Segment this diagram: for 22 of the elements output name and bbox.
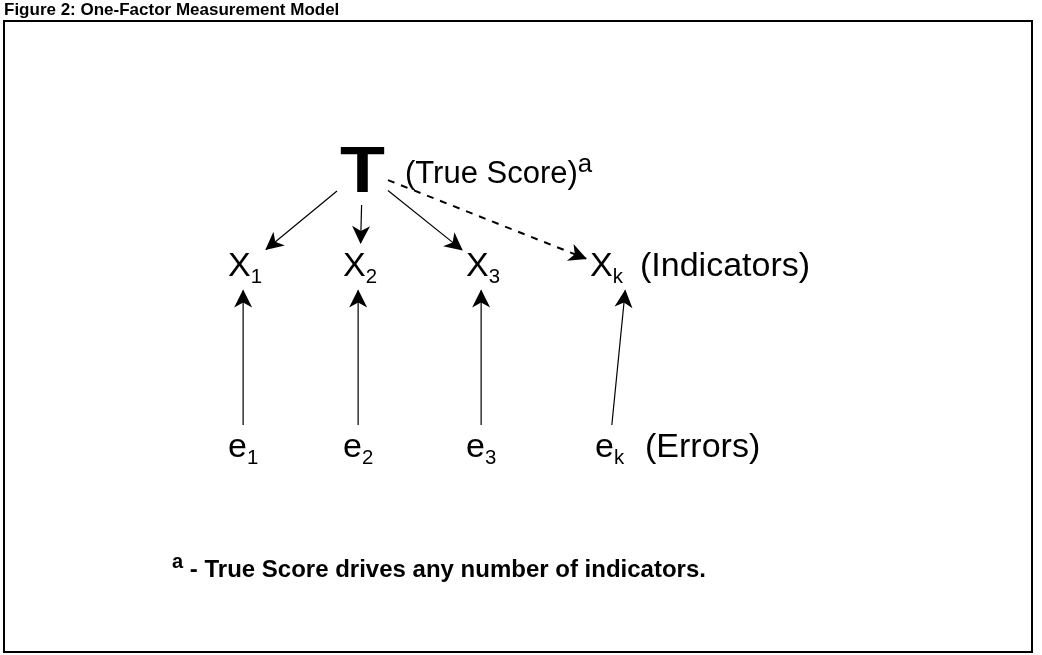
node-caption: (True Score)$^{a}$ [405,151,593,189]
footnote: $^{a}$ - True Score drives any number of indicators. [172,551,706,581]
variable-label: e$_{k}$ [595,428,625,468]
variable-label: e$_{3}$ [466,428,497,468]
variable-label: X$_{1}$ [228,247,263,287]
arrow [265,190,338,251]
variable-label: e$_{2}$ [343,428,374,468]
arrow [352,204,371,244]
figure-title: Figure 2: One-Factor Measurement Model [4,1,340,18]
arrow [611,289,633,426]
group-label: (Indicators) [640,247,811,281]
variable-label: X$_{2}$ [343,247,378,287]
arrow [349,289,368,426]
arrow [386,179,587,261]
variable-label: X$_{3}$ [466,247,501,287]
group-label: (Errors) [645,428,761,462]
variable-label: e$_{1}$ [228,428,259,468]
variable-label: X$_{k}$ [590,247,623,287]
arrow [234,289,253,426]
arrow [472,289,491,426]
arrow [387,189,463,251]
latent-variable-label: T [340,138,385,202]
